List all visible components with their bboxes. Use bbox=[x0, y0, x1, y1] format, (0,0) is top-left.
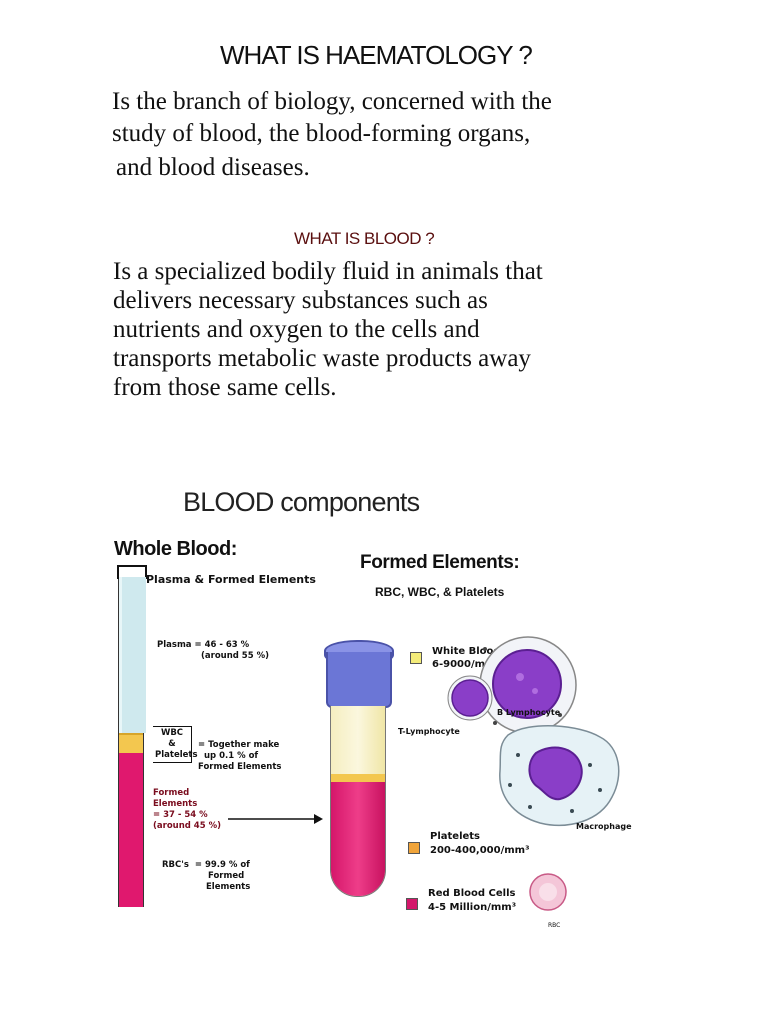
rbc-cell-label: RBC bbox=[548, 922, 561, 929]
platelets-legend-line: 200-400,000/mm³ bbox=[430, 845, 530, 856]
rbc-legend: Red Blood Cells 4-5 Million/mm³ bbox=[428, 887, 516, 915]
test-tube bbox=[322, 640, 396, 930]
t-lymphocyte-cell bbox=[447, 675, 493, 721]
blood-components-diagram: Whole Blood: Plasma & Formed Elements Pl… bbox=[0, 530, 768, 970]
plasma-layer bbox=[119, 577, 146, 733]
together-label: = Together make up 0.1 % of Formed Eleme… bbox=[198, 740, 281, 773]
def1-line: and blood diseases. bbox=[116, 154, 310, 181]
platelets-legend-line: Platelets bbox=[430, 831, 481, 842]
formed-elements-sub: RBC, WBC, & Platelets bbox=[375, 585, 505, 599]
red-blood-cell bbox=[529, 873, 567, 911]
formed-line: = 37 - 54 % bbox=[153, 810, 208, 820]
macrophage-label: Macrophage bbox=[576, 822, 632, 831]
together-line: = Together make bbox=[198, 740, 280, 750]
t-lymphocyte-label: T-Lymphocyte bbox=[398, 727, 460, 736]
rbc-layer bbox=[119, 753, 143, 907]
together-line: Formed Elements bbox=[198, 762, 282, 772]
b-lymphocyte-cell bbox=[479, 636, 577, 734]
rbc-line: Elements bbox=[206, 882, 251, 892]
tube-buffy bbox=[331, 774, 385, 782]
components-heading: BLOOD components bbox=[183, 487, 420, 517]
rbc-percent-label: RBC's = 99.9 % of Formed Elements bbox=[162, 860, 250, 893]
plasma-line: (around 55 %) bbox=[201, 651, 269, 661]
wbc-legend-swatch bbox=[410, 652, 422, 664]
blood-cells-illustration bbox=[447, 636, 620, 827]
wbc-legend-line: 6-9000/mm³ bbox=[432, 659, 500, 670]
formed-line: Elements bbox=[153, 799, 198, 809]
formed-elements-title: Formed Elements: bbox=[360, 552, 520, 573]
plasma-percent: Plasma = 46 - 63 % (around 55 %) bbox=[157, 640, 269, 662]
rbc-line: Formed bbox=[208, 871, 245, 881]
blood-heading: WHAT IS BLOOD ? bbox=[294, 229, 435, 248]
platelets-legend: Platelets 200-400,000/mm³ bbox=[430, 830, 529, 858]
def1-line: Is the branch of biology, concerned with… bbox=[112, 88, 552, 115]
rbc-percent: = 99.9 % of bbox=[194, 860, 250, 870]
platelets-legend-swatch bbox=[408, 842, 420, 854]
tube-plasma bbox=[331, 706, 385, 774]
wbc-legend: White Blood Cells 6-9000/mm³ bbox=[432, 645, 531, 671]
blood-definition: Is a specialized bodily fluid in animals… bbox=[113, 257, 543, 402]
rbc-legend-line: 4-5 Million/mm³ bbox=[428, 902, 517, 913]
arrow-to-tube bbox=[228, 814, 323, 824]
def2-line: delivers necessary substances such as bbox=[113, 287, 488, 314]
formed-line: Formed bbox=[153, 788, 190, 798]
macrophage-cell bbox=[499, 724, 620, 827]
amp-text: & bbox=[168, 739, 176, 749]
buffy-coat-layer bbox=[119, 733, 143, 755]
wbc-text: WBC bbox=[160, 728, 184, 738]
def1-line: study of blood, the blood-forming organs… bbox=[112, 120, 531, 147]
rbc-legend-line: Red Blood Cells bbox=[428, 888, 516, 899]
def2-line: transports metabolic waste products away bbox=[113, 345, 531, 372]
tube-rbc bbox=[331, 782, 385, 896]
page-title: WHAT IS HAEMATOLOGY ? bbox=[220, 40, 533, 70]
rbc-label-text: RBC's bbox=[162, 860, 189, 870]
def2-line: nutrients and oxygen to the cells and bbox=[113, 316, 480, 343]
wbc-legend-line: White Blood Cells bbox=[432, 646, 531, 657]
tube-cap bbox=[326, 652, 392, 708]
rbc-legend-swatch bbox=[406, 898, 418, 910]
wbc-platelets-label: WBC & Platelets bbox=[153, 726, 198, 763]
def2-line: Is a specialized bodily fluid in animals… bbox=[113, 258, 543, 285]
whole-blood-cylinder bbox=[117, 565, 147, 907]
haematology-definition: Is the branch of biology, concerned with… bbox=[112, 86, 552, 184]
whole-blood-title: Whole Blood: bbox=[114, 538, 237, 560]
def2-line: from those same cells. bbox=[113, 374, 337, 401]
b-lymphocyte-label: B Lymphocyte bbox=[497, 708, 561, 717]
rbc-line: RBC's = 99.9 % of bbox=[162, 860, 250, 871]
formed-elements-label: Formed Elements = 37 - 54 % (around 45 %… bbox=[153, 788, 221, 832]
formed-line: (around 45 %) bbox=[153, 821, 221, 831]
plasma-line: Plasma = 46 - 63 % bbox=[157, 640, 250, 650]
plasma-formed-label: Plasma & Formed Elements bbox=[146, 573, 316, 586]
platelets-text: Platelets bbox=[155, 750, 198, 760]
tube-body bbox=[330, 706, 386, 897]
together-line: up 0.1 % of bbox=[204, 751, 259, 761]
